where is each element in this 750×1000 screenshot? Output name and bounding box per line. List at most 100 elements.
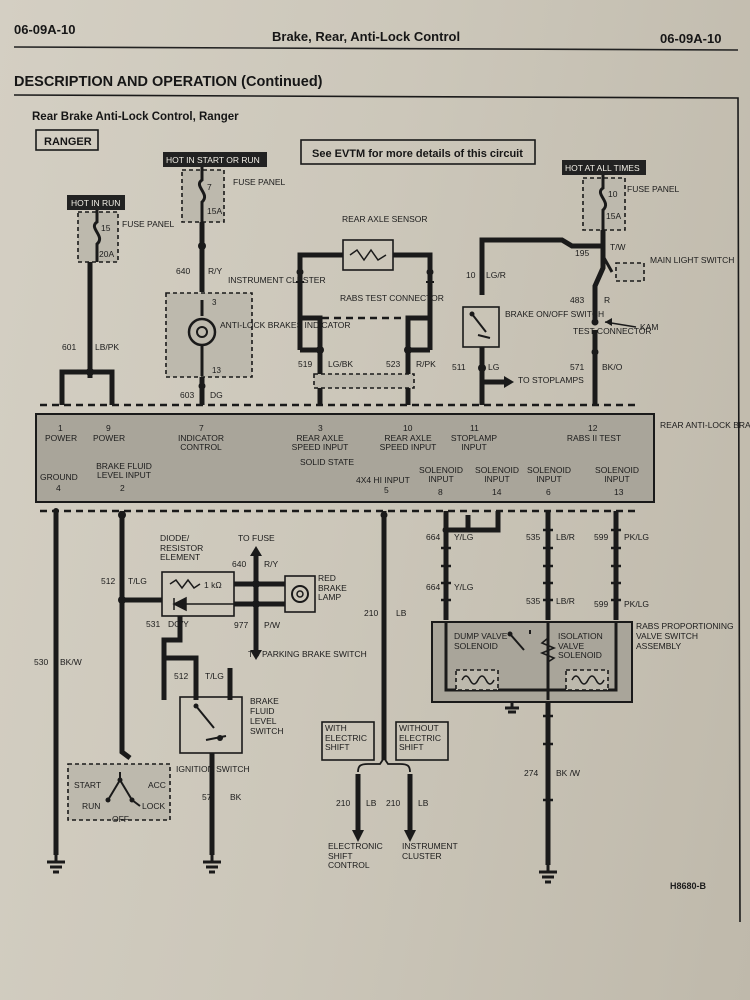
wire-640-color: R/Y <box>208 266 223 276</box>
pin-5-name: 4X4 HI INPUT <box>356 475 410 485</box>
wire-599a-num: 599 <box>594 532 608 542</box>
sensor-wire-right <box>393 252 433 305</box>
isolation-valve-wrap: ISOLATION VALVE SOLENOID <box>558 632 603 660</box>
wire-57-num: 57 <box>202 792 212 802</box>
wire-57-color: BK <box>230 792 242 802</box>
isolation-solenoid-coil <box>565 669 609 691</box>
wire-511-num: 511 <box>452 362 466 372</box>
diode-resistor-box <box>161 571 235 617</box>
dump-valve-label: DUMP VALVE SOLENOID <box>454 632 508 651</box>
pin-11-num: 11 <box>470 423 479 433</box>
pin-13-name-wrap: SOLENOID INPUT <box>595 466 639 484</box>
model-badge-box <box>35 129 99 151</box>
pin-4-num: 4 <box>56 483 61 493</box>
ground-icon-1 <box>47 855 65 874</box>
wire-640-num: 640 <box>176 266 190 276</box>
rabs-module-label: REAR ANTI-LOCK BRAKE (RABS) MODULE <box>660 420 750 430</box>
page-number-left: 06-09A-10 <box>14 22 75 37</box>
with-shift-box <box>321 721 375 761</box>
wire-10-num: 10 <box>466 270 476 280</box>
diode-label-wrap: DIODE/ RESISTOR ELEMENT <box>160 534 204 562</box>
rabs-test-connector-label: RABS TEST CONNECTOR <box>340 293 444 303</box>
red-brake-lamp-label-wrap: RED BRAKE LAMP <box>318 574 347 602</box>
wire-195-num: 195 <box>575 248 589 258</box>
fuse-10-rating: 15A <box>606 211 621 221</box>
ign-off-label: OFF <box>112 814 129 824</box>
brake-switch-label: BRAKE ON/OFF SWITCH <box>505 309 604 319</box>
cluster-pin-top: 3 <box>212 298 217 307</box>
connector-603 <box>198 382 206 390</box>
fuse-10-num: 10 <box>608 189 618 199</box>
pin-10-num: 10 <box>403 423 413 433</box>
wire-210a-color: LB <box>366 798 377 808</box>
pin-6-name: SOLENOID INPUT <box>527 466 571 484</box>
wire-511-color: LG <box>488 362 499 372</box>
wire-512b-color: T/LG <box>205 671 224 681</box>
pin-5-num: 5 <box>384 485 389 495</box>
wire-535b-num: 535 <box>526 596 540 606</box>
cluster-pin-bottom: 13 <box>212 366 221 375</box>
wire-640b-color: R/Y <box>264 559 279 569</box>
valve-assembly-label: RABS PROPORTIONING VALVE SWITCH ASSEMBLY <box>636 621 734 651</box>
wire-195-483 <box>592 230 606 320</box>
pin-3-num: 3 <box>318 423 323 433</box>
pin-13-name: SOLENOID INPUT <box>595 466 639 484</box>
wire-977-color: P/W <box>264 620 280 630</box>
sensor-conn-left-1 <box>296 268 304 276</box>
to-parking-label: TO PARKING BRAKE SWITCH <box>248 649 367 659</box>
inst-cluster2-label: INSTRUMENT CLUSTER <box>402 842 458 861</box>
fluid-switch-contact-icon <box>195 705 227 741</box>
wire-603-num: 603 <box>180 390 194 400</box>
isolation-coil-icon <box>571 675 605 685</box>
wire-512 <box>119 511 132 760</box>
wire-512-color: T/LG <box>128 576 147 586</box>
wire-530-color: BK/W <box>60 657 82 667</box>
fuse-10-symbol <box>598 175 608 230</box>
wire-535a-color: LB/R <box>556 532 575 542</box>
ignition-switch-label: IGNITION SWITCH <box>176 764 250 774</box>
splice-512 <box>118 596 126 604</box>
diagram-title: Rear Brake Anti-Lock Control, Ranger <box>32 111 239 123</box>
pin-10-name-wrap: REAR AXLE SPEED INPUT <box>380 434 437 452</box>
section-title: DESCRIPTION AND OPERATION (Continued) <box>14 74 323 90</box>
wire-601-color: LB/PK <box>95 342 119 352</box>
wire-210b-num: 210 <box>386 798 400 808</box>
pin-5-contact <box>380 511 388 519</box>
pin-8-num: 8 <box>438 487 443 497</box>
fuse-15-num: 15 <box>101 223 111 233</box>
figure-frame <box>13 94 741 923</box>
header-rule <box>13 46 739 51</box>
with-shift-wrap: WITH ELECTRIC SHIFT <box>325 724 367 752</box>
red-brake-lamp-bulb-icon <box>291 585 309 603</box>
fuse-7-num: 7 <box>207 182 212 192</box>
pin-9-num: 9 <box>106 423 111 433</box>
wire-210-num: 210 <box>364 608 378 618</box>
rabs-module-label-text: REAR ANTI-LOCK BRAKE (RABS) MODULE <box>660 420 750 430</box>
dump-coil-icon <box>461 675 495 685</box>
wire-10-color: LG/R <box>486 270 506 280</box>
pin-14-name: SOLENOID INPUT <box>475 466 519 484</box>
wire-274-num: 274 <box>524 768 538 778</box>
wire-571-color: BK/O <box>602 362 623 372</box>
pin-11-name-wrap: STOPLAMP INPUT <box>451 434 497 452</box>
diode-resistor-label: DIODE/ RESISTOR ELEMENT <box>160 534 204 562</box>
wire-664-loop <box>465 511 501 533</box>
ignition-switch-text: IGNITION SWITCH <box>176 764 250 774</box>
pin-6-num: 6 <box>546 487 551 497</box>
isolation-valve-label: ISOLATION VALVE SOLENOID <box>558 632 603 660</box>
ign-acc-label: ACC <box>148 780 166 790</box>
wire-274-color: BK /W <box>556 768 580 778</box>
diode-icon <box>172 596 187 612</box>
abs-indicator-bulb-icon <box>187 317 217 347</box>
hot-all-times-label: HOT AT ALL TIMES <box>565 163 640 173</box>
pin-14-num: 14 <box>492 487 502 497</box>
main-light-switch-box <box>615 262 645 282</box>
splice-977 <box>252 600 260 608</box>
wire-601-splice <box>59 369 115 405</box>
pin-12-name-wrap: RABS II TEST <box>567 434 621 443</box>
evtm-note: See EVTM for more details of this circui… <box>312 148 523 160</box>
without-shift-label: WITHOUT ELECTRIC SHIFT <box>399 724 442 752</box>
instrument-cluster-box <box>165 292 253 378</box>
